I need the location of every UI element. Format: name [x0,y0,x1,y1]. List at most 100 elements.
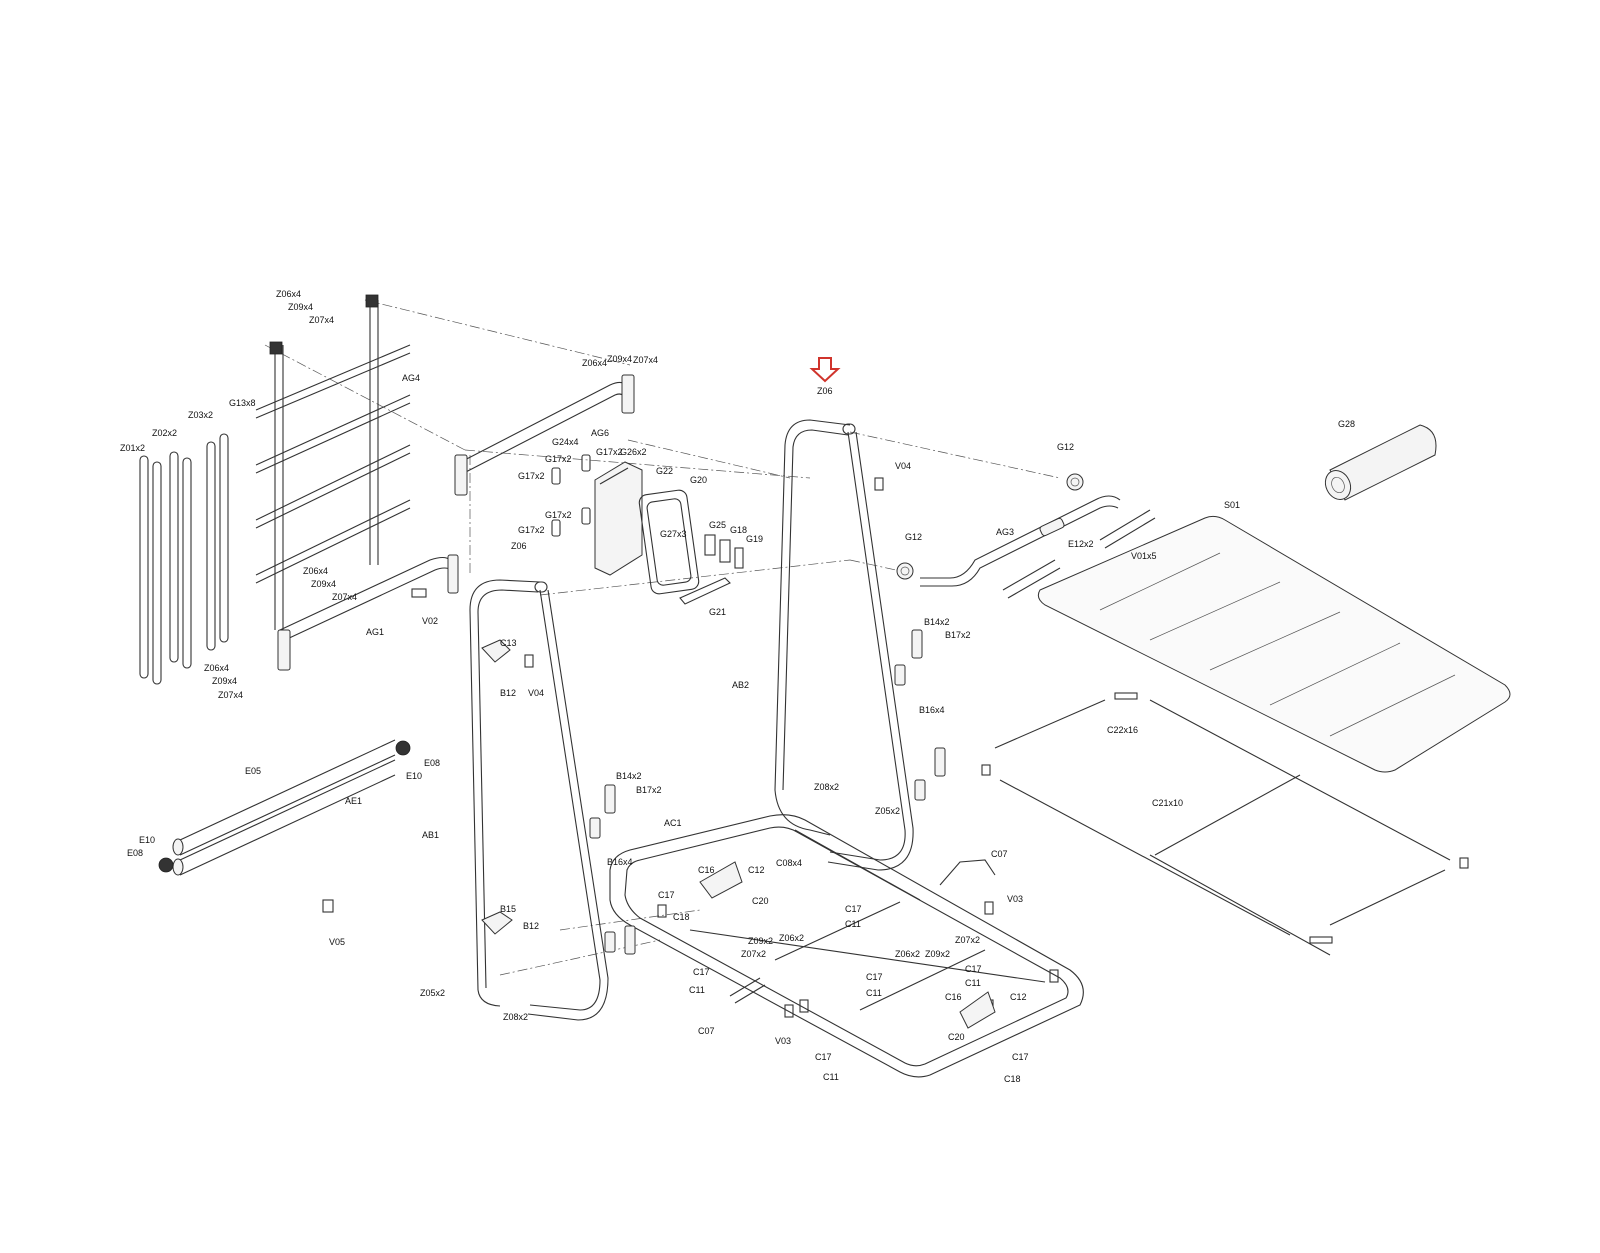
g25-g18-g19 [704,534,744,569]
callout-label: G12 [905,532,922,542]
g28-cylinder [1324,424,1437,501]
callout-label: C07 [698,1026,715,1036]
callout-label: Z07x4 [218,690,243,700]
b-brackets [481,629,946,955]
callout-label: AG3 [996,527,1014,537]
callout-label: Z08x2 [814,782,839,792]
callout-label: Z03x2 [188,410,213,420]
s01-deck [1037,515,1511,773]
callout-label: C11 [845,919,861,929]
ae1-axle [158,739,411,876]
assembly-guide-lines [264,299,1061,976]
g12-bushings [896,473,1084,580]
callout-label: B17x2 [636,785,662,795]
z-bars [139,433,229,685]
callout-label: C17 [815,1052,832,1062]
callout-label: G19 [746,534,763,544]
e12-tubes [1002,509,1156,599]
callout-label: Z06 [511,541,527,551]
callout-label: C17 [866,972,883,982]
callout-label: G24x4 [552,437,579,447]
g21-bar [679,577,731,605]
callout-label: C12 [1010,992,1027,1002]
callout-label: Z07x4 [633,355,658,365]
callout-label: C17 [693,967,710,977]
callout-label: E10 [139,835,155,845]
callout-label: C17 [965,964,982,974]
down-arrow-icon [809,357,841,383]
callout-label: V03 [775,1036,791,1046]
callout-label: AB1 [422,830,439,840]
callout-label: C18 [673,912,690,922]
callout-label: Z06x4 [276,289,301,299]
callout-label: V04 [895,461,911,471]
callout-label: G17x2 [545,510,572,520]
callout-label: AG4 [402,373,420,383]
callout-label: Z05x2 [875,806,900,816]
callout-label: G20 [690,475,707,485]
callout-label: C11 [866,988,882,998]
c21-pads [1149,774,1331,956]
callout-label: G13x8 [229,398,256,408]
ag4-frame [255,294,411,630]
callout-label: AC1 [664,818,682,828]
callout-label: C17 [845,904,862,914]
ab1-frame [469,579,609,1021]
g17-brackets [551,454,591,537]
callout-label: G27x3 [660,529,687,539]
callout-label: G12 [1057,442,1074,452]
callout-label: C18 [1004,1074,1021,1084]
callout-label: Z07x2 [741,949,766,959]
callout-label: Z06x2 [895,949,920,959]
callout-label: C17 [1012,1052,1029,1062]
callout-label: B17x2 [945,630,971,640]
callout-label: C13 [500,638,517,648]
ag3-arm [920,495,1121,587]
g22-panel [594,461,643,576]
callout-label: B15 [500,904,516,914]
callout-label: AG1 [366,627,384,637]
callout-label: B12 [500,688,516,698]
callout-label: B16x4 [919,705,945,715]
callout-label: V04 [528,688,544,698]
callout-label: C07 [991,849,1008,859]
callout-label: E08 [127,848,143,858]
ag1-arm [277,554,459,671]
callout-label: C11 [689,985,705,995]
callout-label: Z05x2 [420,988,445,998]
highlight-arrow-label: Z06 [817,386,833,396]
callout-label: Z09x4 [607,354,632,364]
callout-label: C11 [823,1072,839,1082]
callout-label: B16x4 [607,857,633,867]
callout-label: B14x2 [616,771,642,781]
callout-label: B14x2 [924,617,950,627]
callout-label: G22 [656,466,673,476]
callout-label: C16 [698,865,715,875]
callout-label: Z07x2 [955,935,980,945]
callout-label: G17x2 [545,454,572,464]
callout-label: C11 [965,978,981,988]
callout-label: G25 [709,520,726,530]
callout-label: AB2 [732,680,749,690]
g20-frame [638,489,700,595]
callout-label: C20 [752,896,769,906]
callout-label: Z09x4 [311,579,336,589]
callout-label: Z09x2 [925,949,950,959]
callout-label: Z09x4 [288,302,313,312]
callout-label: V05 [329,937,345,947]
callout-label: G18 [730,525,747,535]
callout-label: C17 [658,890,675,900]
callout-label: G26x2 [620,447,647,457]
callout-label: G21 [709,607,726,617]
callout-label: Z09x4 [212,676,237,686]
callout-label: C08x4 [776,858,802,868]
callout-label: G17x2 [518,471,545,481]
callout-label: E10 [406,771,422,781]
callout-label: E08 [424,758,440,768]
callout-label: C20 [948,1032,965,1042]
callout-label: Z09x2 [748,936,773,946]
callout-label: V01x5 [1131,551,1157,561]
callout-label: Z08x2 [503,1012,528,1022]
